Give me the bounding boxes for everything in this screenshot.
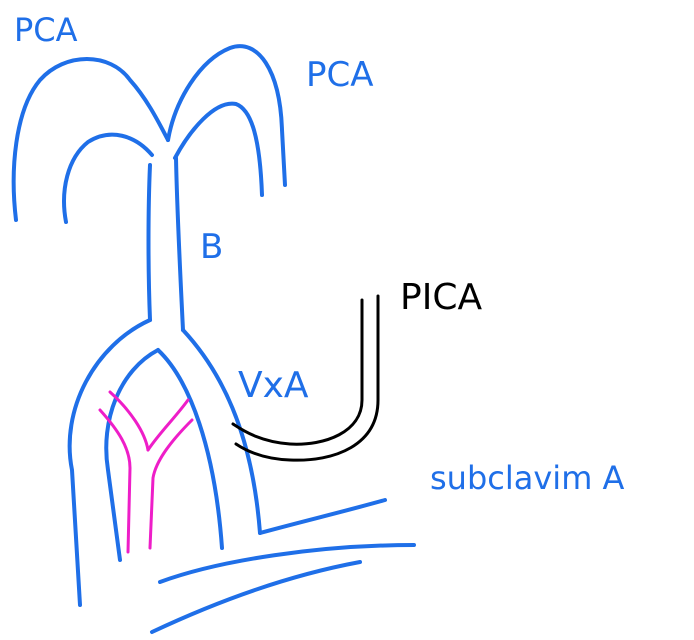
pca-left-label: PCA [14, 14, 78, 46]
pca-right-label: PCA [306, 58, 374, 92]
basilar-right-wall [176, 158, 183, 330]
pca-left-inner [64, 135, 152, 222]
pca-right-inner [175, 104, 262, 195]
subclavian-label: subclavim A [430, 462, 624, 494]
basilar-left-wall [149, 165, 151, 320]
subclavian-lower-wall [160, 545, 414, 582]
basilar-label: B [200, 230, 223, 264]
inner-y-right-inner [148, 400, 188, 450]
pca-right-outer [168, 46, 285, 185]
pica-label: PICA [400, 280, 482, 316]
vertebral-label: VxA [238, 368, 309, 404]
subclavian-upper-wall [260, 500, 385, 533]
